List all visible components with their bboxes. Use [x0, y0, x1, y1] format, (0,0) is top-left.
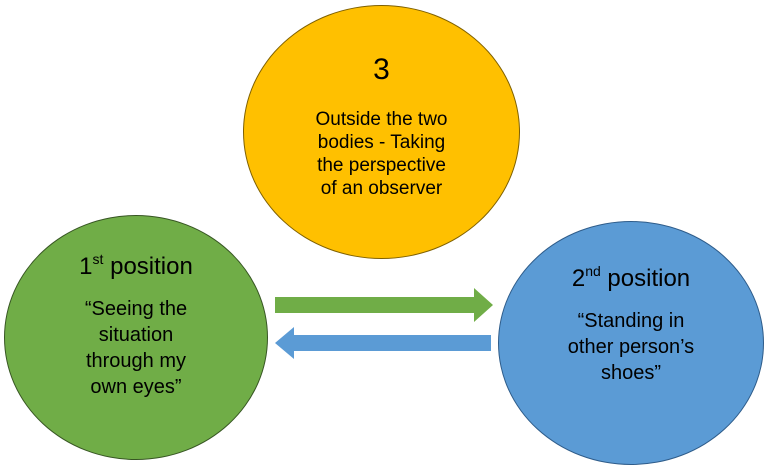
- arrow-right-icon: [275, 288, 493, 322]
- third-position-number: 3: [373, 53, 390, 86]
- second-position-ordinal: 2: [571, 265, 586, 292]
- arrow-left-icon: [275, 327, 491, 359]
- first-position-suffix: st: [92, 251, 104, 267]
- exchange-arrows: [275, 288, 493, 359]
- first-position-ordinal: 1: [79, 253, 93, 280]
- second-position-label: position: [600, 265, 691, 292]
- first-position-description: “Seeing the situation through my own eye…: [84, 298, 188, 398]
- second-position-suffix: nd: [585, 263, 601, 279]
- second-position-description: “Standing in other person’s shoes”: [567, 310, 695, 384]
- first-position-title: 1st position: [79, 252, 193, 282]
- third-position-description: Outside the two bodies - Taking the pers…: [315, 109, 448, 199]
- first-position-label: position: [103, 253, 193, 280]
- third-position-circle: 3 Outside the two bodies - Taking the pe…: [243, 5, 520, 259]
- second-position-title: 2nd position: [572, 264, 690, 294]
- second-position-circle: 2nd position “Standing in other person’s…: [498, 221, 764, 465]
- first-position-circle: 1st position “Seeing the situation throu…: [4, 215, 268, 460]
